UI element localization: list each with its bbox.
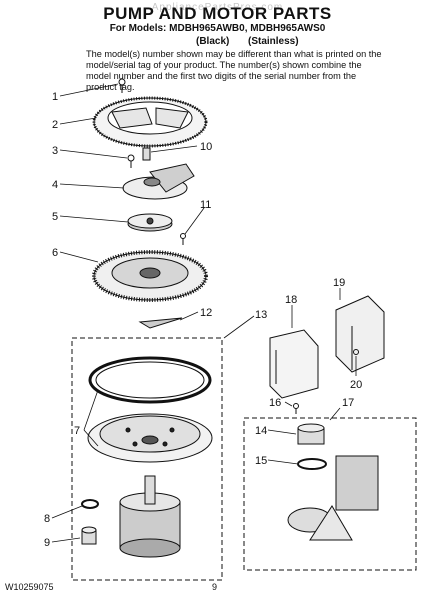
assembly-box-13 xyxy=(71,337,223,581)
page-title: PUMP AND MOTOR PARTS xyxy=(103,4,332,23)
part-7-sump xyxy=(87,413,213,463)
part-5-disc xyxy=(127,213,173,232)
part-14-fitting xyxy=(297,423,325,445)
part-2-chopper-ring xyxy=(92,96,208,148)
callout-8: 8 xyxy=(44,513,50,525)
part-18-bracket xyxy=(269,329,319,399)
callout-1: 1 xyxy=(52,91,58,103)
variant-stainless: (Stainless) xyxy=(248,36,299,47)
model-numbers: For Models: MDBH965AWB0, MDBH965AWS0 xyxy=(109,23,326,34)
callout-16: 16 xyxy=(269,397,281,409)
part-6-filter xyxy=(92,250,208,302)
part-8-ring xyxy=(81,499,99,509)
part-4-pump-housing xyxy=(122,163,195,200)
watermark: AppliancePartsPros.com xyxy=(151,2,284,13)
assembly-box-17 xyxy=(243,417,417,571)
page-number: 9 xyxy=(212,582,218,592)
part-19-module xyxy=(335,295,385,373)
part-3-screw xyxy=(127,154,135,168)
part-7-seal xyxy=(88,356,212,404)
leader-lines xyxy=(51,83,357,543)
callout-17: 17 xyxy=(342,397,354,409)
part-16-screw xyxy=(293,403,299,414)
callout-12: 12 xyxy=(200,307,212,319)
callout-14: 14 xyxy=(255,425,267,437)
part-20-screw xyxy=(353,349,359,355)
callout-13: 13 xyxy=(255,309,267,321)
pump-motor xyxy=(119,475,181,558)
callout-3: 3 xyxy=(52,145,58,157)
callout-9: 9 xyxy=(44,537,50,549)
callout-2: 2 xyxy=(52,119,58,131)
callout-10: 10 xyxy=(200,141,212,153)
callout-18: 18 xyxy=(285,294,297,306)
callout-numbers: 1 2 3 10 4 5 11 6 12 13 18 19 16 20 14 1… xyxy=(44,91,362,549)
callout-5: 5 xyxy=(52,211,58,223)
callout-11: 11 xyxy=(200,199,211,211)
callout-6: 6 xyxy=(52,247,58,259)
part-11-screw xyxy=(180,233,186,245)
callout-19: 19 xyxy=(333,277,345,289)
part-12-clip xyxy=(138,317,183,329)
callout-15: 15 xyxy=(255,455,267,467)
part-9-cap xyxy=(81,526,97,545)
part-15-ring xyxy=(297,458,327,470)
callout-7: 7 xyxy=(74,425,80,437)
variant-black: (Black) xyxy=(196,36,230,47)
part-1-screw xyxy=(118,78,126,93)
callout-4: 4 xyxy=(52,179,58,191)
callout-20: 20 xyxy=(350,379,362,391)
drain-pump xyxy=(287,455,379,541)
model-note: The model(s) number shown may be differe… xyxy=(86,49,382,92)
part-10-post xyxy=(142,147,151,161)
document-number: W10259075 xyxy=(5,582,54,592)
